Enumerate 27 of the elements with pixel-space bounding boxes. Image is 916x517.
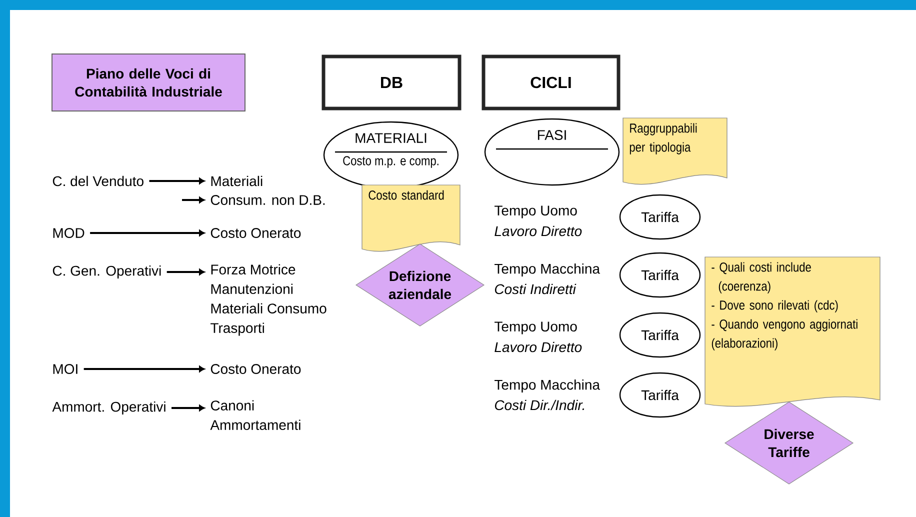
item-text: C. del Venduto — [52, 176, 144, 186]
arrow — [166, 268, 205, 276]
arrow — [182, 196, 205, 204]
item-text: Costo Onerato — [210, 364, 301, 374]
phase-text: Lavoro Diretto — [494, 342, 582, 352]
item-text: C. Gen. Operativi — [52, 265, 161, 279]
phase-text: Tempo Macchina — [494, 379, 600, 393]
arrow — [149, 178, 205, 184]
phase-text: Lavoro Diretto — [494, 226, 582, 236]
phase-text: Tempo Uomo — [494, 322, 577, 334]
phase-text: Tempo Uomo — [494, 206, 577, 218]
title-box: Piano delle Voci di Contabilità Industriale — [52, 54, 246, 112]
item-text: Materiali — [211, 176, 262, 186]
header-box: DB — [322, 54, 462, 110]
arrow — [84, 366, 205, 372]
item-text: MOI — [53, 364, 78, 374]
phase-text: Costi Dir./Indir. — [494, 400, 584, 410]
item-text: MOD — [53, 228, 84, 238]
item-text: Costo Onerato — [210, 228, 301, 238]
arrow — [90, 230, 205, 236]
item-text: Canoni Ammortamenti — [210, 400, 300, 430]
item-text: Consum. non D.B. — [210, 195, 325, 205]
item-text: Ammort. Operativi — [52, 401, 166, 415]
header-box: CICLI — [482, 54, 620, 110]
item-text: Forza Motrice Manutenzioni Materiali Consumo Trasporti — [210, 264, 326, 336]
arrow — [172, 404, 205, 412]
phase-text: Tempo Macchina — [494, 263, 600, 277]
